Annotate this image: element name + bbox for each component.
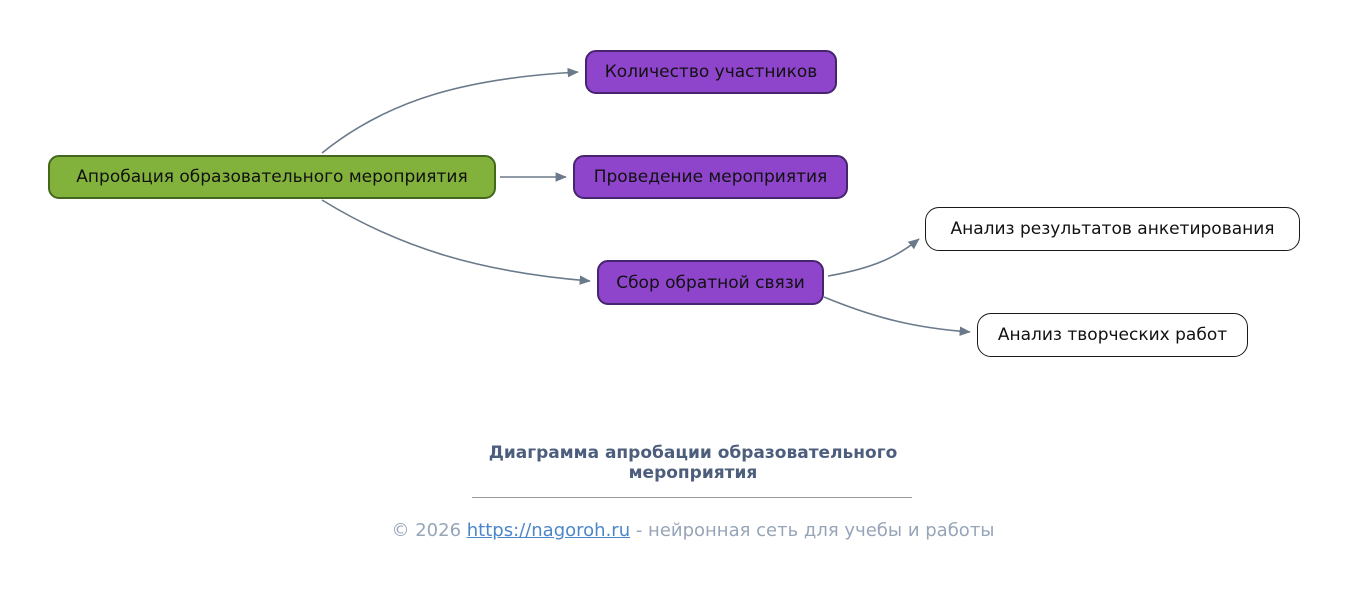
- node-survey-analysis-label: Анализ результатов анкетирования: [950, 219, 1275, 239]
- footer-credit: © 2026 https://nagoroh.ru - нейронная се…: [0, 520, 1348, 541]
- node-root: Апробация образовательного мероприятия: [48, 155, 496, 199]
- node-participants: Количество участников: [585, 50, 837, 94]
- footer-prefix: © 2026: [391, 520, 467, 541]
- node-feedback-label: Сбор обратной связи: [616, 272, 805, 293]
- arrow-feedback-to-survey-analysis: [827, 238, 920, 277]
- node-feedback: Сбор обратной связи: [597, 260, 824, 305]
- arrow-root-to-feedback: [321, 199, 591, 285]
- node-event: Проведение мероприятия: [573, 155, 848, 199]
- node-works-analysis: Анализ творческих работ: [977, 313, 1248, 357]
- caption-divider: [472, 497, 912, 498]
- node-participants-label: Количество участников: [604, 62, 818, 82]
- footer-link[interactable]: https://nagoroh.ru: [466, 520, 631, 541]
- diagram-caption: Диаграмма апробации образовательного мер…: [488, 443, 898, 484]
- node-works-analysis-label: Анализ творческих работ: [997, 325, 1228, 345]
- footer-suffix: - нейронная сеть для учебы и работы: [630, 520, 995, 541]
- arrow-feedback-to-works-analysis: [823, 296, 971, 337]
- arrow-root-to-participants: [321, 67, 579, 154]
- node-survey-analysis: Анализ результатов анкетирования: [925, 207, 1300, 251]
- node-root-label: Апробация образовательного мероприятия: [76, 167, 468, 187]
- node-event-label: Проведение мероприятия: [593, 167, 828, 187]
